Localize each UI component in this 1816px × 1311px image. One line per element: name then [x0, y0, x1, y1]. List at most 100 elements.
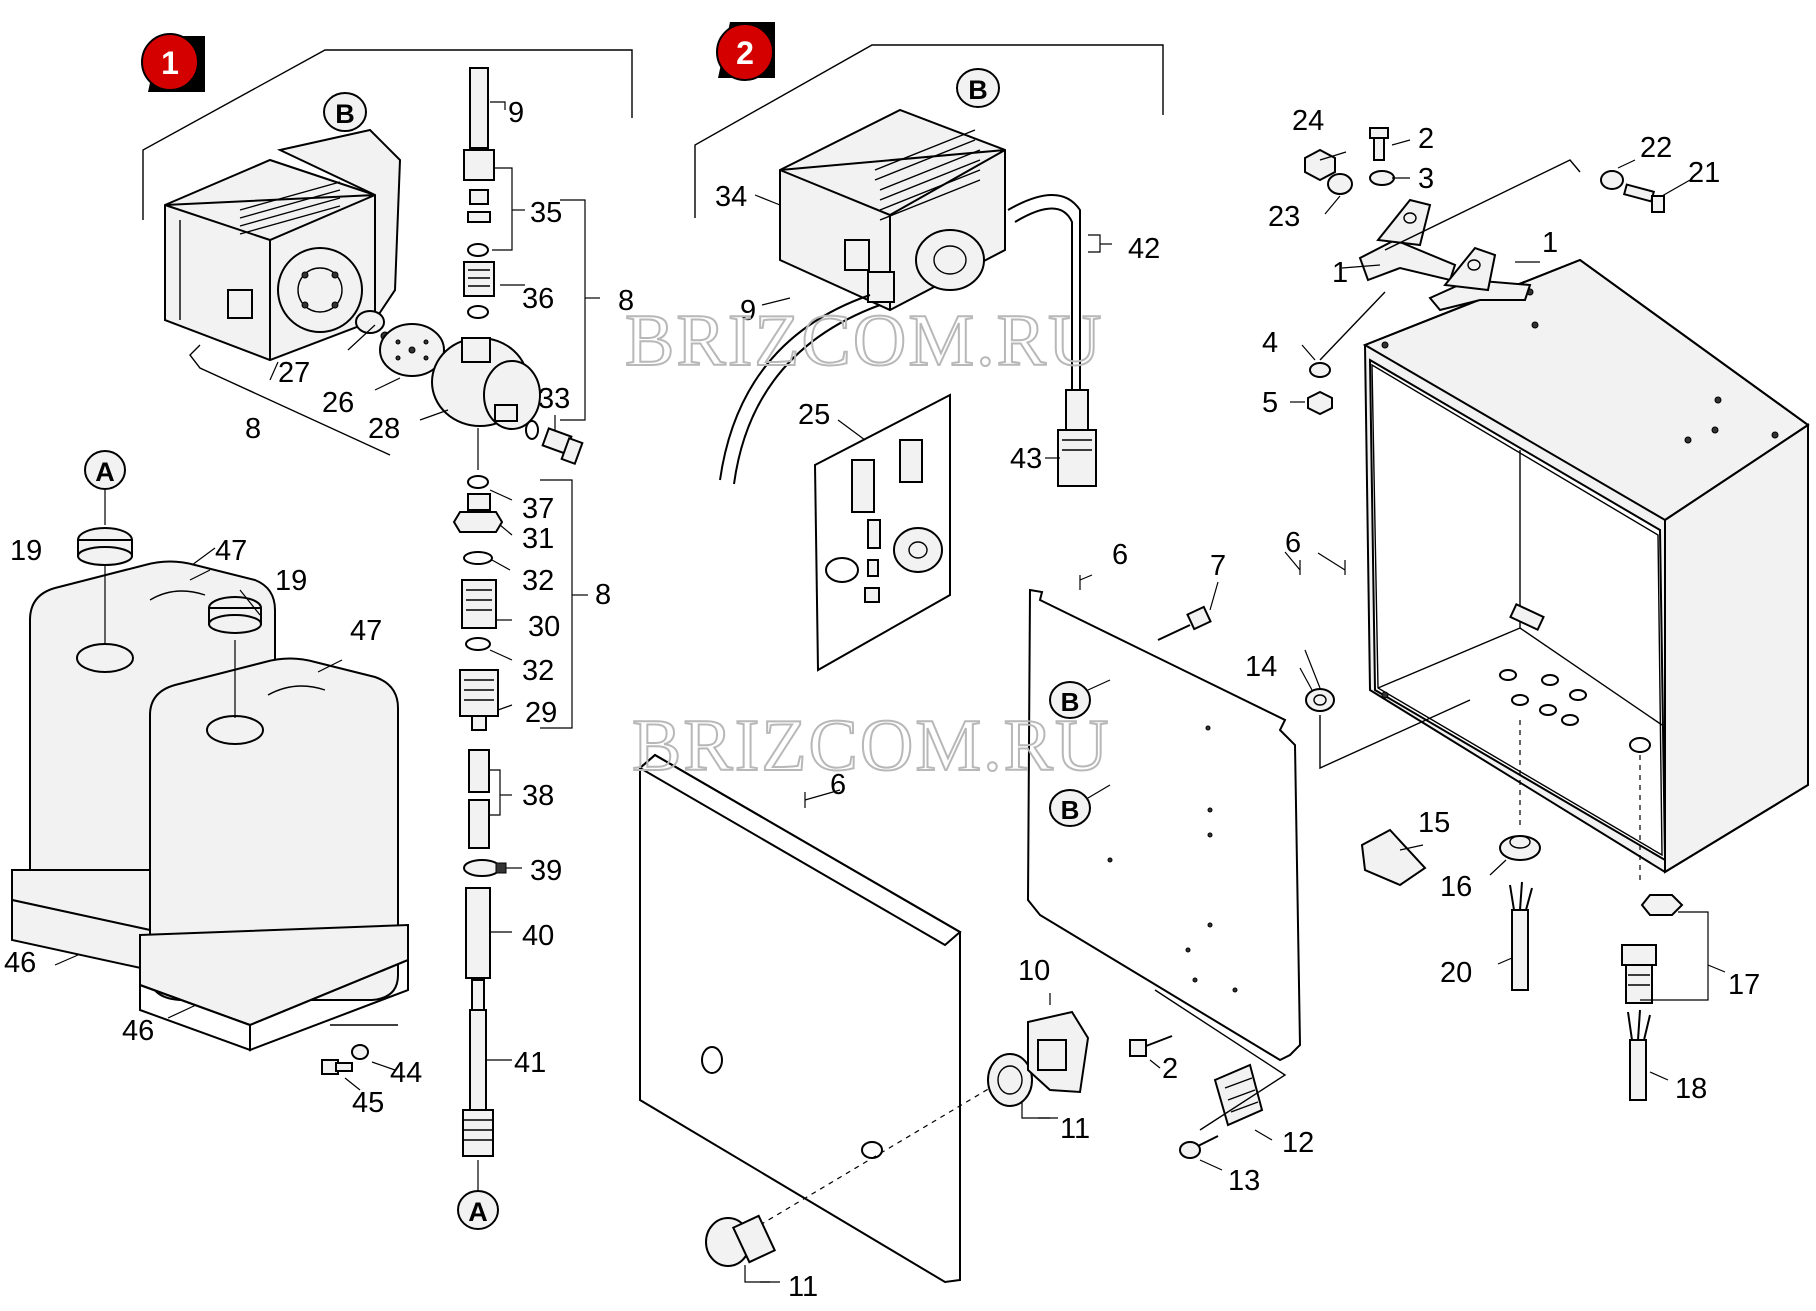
callout-12: 12: [1282, 1127, 1314, 1159]
callout-36: 36: [522, 283, 554, 315]
valve-30: [461, 579, 497, 629]
plug-11: [705, 1214, 777, 1267]
o-ring-37: [467, 475, 489, 489]
screw-45: [321, 1059, 353, 1075]
callout-11: 11: [788, 1271, 818, 1303]
cover-panel-6-front: [638, 753, 996, 1284]
hose-42-outer: [1007, 194, 1081, 430]
ref-B-pump-1: B: [323, 92, 367, 132]
callout-31: 31: [522, 523, 554, 555]
callout-1: 1: [1542, 227, 1558, 259]
nut-5: [1307, 390, 1333, 416]
hose-42-inner: [1014, 207, 1073, 430]
callout-23: 23: [1268, 201, 1300, 233]
callout-19: 19: [275, 565, 307, 597]
seal-kit-25: [813, 393, 951, 672]
callout-25: 25: [798, 399, 830, 431]
callout-44: 44: [390, 1057, 422, 1089]
valve-29: [459, 669, 499, 731]
dosing-pump-2: [779, 108, 1006, 312]
callout-2: 2: [1162, 1053, 1178, 1085]
screw-7: [1157, 605, 1212, 641]
pump-head-28: [431, 337, 541, 430]
callout-27: 27: [278, 357, 310, 389]
callout-6: 6: [1112, 539, 1128, 571]
callout-46: 46: [4, 947, 36, 979]
ref-B-plate-2: B: [1049, 784, 1111, 827]
vent-valve-33: [541, 427, 584, 466]
callout-16: 16: [1440, 871, 1472, 903]
callout-15: 15: [1418, 807, 1450, 839]
injection-valve-43: [1057, 389, 1097, 487]
badge-label-1: 1: [161, 45, 179, 81]
cable-18: [1627, 1009, 1651, 1101]
holder-10: [1027, 1010, 1090, 1094]
callout-labels: 1 1 2 2 3 4 5 6 6 6 7 8 8 8 9 9 10 11 11…: [4, 97, 1760, 1303]
callout-5: 5: [1262, 387, 1278, 419]
o-ring-32b: [465, 637, 491, 651]
callout-9: 9: [508, 97, 524, 129]
screw-13: [1179, 1135, 1219, 1159]
cap-19-front: [208, 596, 262, 634]
mounting-plate-6: [1026, 588, 1302, 1062]
callout-1: 1: [1332, 257, 1348, 289]
callout-20: 20: [1440, 957, 1472, 989]
watermark-top: BRIZCOM.RU: [625, 300, 1103, 382]
callout-35: 35: [530, 197, 562, 229]
callout-6: 6: [1285, 527, 1301, 559]
base-tray-46-front: [139, 923, 409, 1052]
callout-9: 9: [740, 295, 756, 327]
callout-29: 29: [525, 697, 557, 729]
ref-B-plate-2-text: B: [1061, 795, 1080, 825]
base-tray-46-back: [11, 869, 151, 972]
callout-42: 42: [1128, 233, 1160, 265]
callout-46: 46: [122, 1015, 154, 1047]
hose-38: [468, 749, 490, 849]
cap-19-back: [77, 527, 133, 566]
callout-39: 39: [530, 855, 562, 887]
valve-36: [463, 261, 495, 297]
washer-27: [355, 310, 385, 334]
callout-43: 43: [1010, 443, 1042, 475]
grommet-16: [1499, 835, 1541, 861]
callout-30: 30: [528, 611, 560, 643]
ref-B-plate-1-text: B: [1061, 687, 1080, 717]
callout-10: 10: [1018, 955, 1050, 987]
bracket-leader-21: [1384, 159, 1581, 251]
callout-38: 38: [522, 780, 554, 812]
callout-8: 8: [245, 413, 261, 445]
callout-47: 47: [215, 535, 247, 567]
callout-7: 7: [1210, 550, 1226, 582]
ref-B-pump-2-text: B: [968, 75, 988, 105]
callout-18: 18: [1675, 1073, 1707, 1105]
bolt-21: [1622, 183, 1665, 213]
nut-31: [452, 493, 504, 533]
o-ring-33: [525, 420, 539, 440]
washer-44: [351, 1044, 369, 1060]
leader-lines: [54, 101, 1726, 1283]
grommet-14: [1305, 688, 1335, 712]
lock-washer-4: [1309, 362, 1331, 378]
suction-hose-9-outer: [719, 294, 871, 481]
washer-22: [1600, 170, 1624, 190]
callout-2: 2: [1418, 123, 1434, 155]
lock-washer-23: [1327, 173, 1353, 195]
bracket-8-lower: [189, 344, 391, 456]
ref-A-top-text: A: [95, 457, 115, 487]
bracket-1-right: [1428, 246, 1532, 312]
ref-A-bottom: A: [457, 1160, 499, 1230]
callout-22: 22: [1640, 132, 1672, 164]
suction-lance-41: [462, 979, 494, 1157]
callout-47: 47: [350, 615, 382, 647]
callout-34: 34: [715, 181, 747, 213]
callout-45: 45: [352, 1087, 384, 1119]
washer-3: [1369, 170, 1395, 186]
callout-28: 28: [368, 413, 400, 445]
bolt-2-top: [1369, 127, 1389, 161]
callout-24: 24: [1292, 105, 1324, 137]
clamp-39: [463, 859, 507, 877]
callout-32: 32: [522, 655, 554, 687]
ref-B-pump-2: B: [956, 68, 1000, 108]
